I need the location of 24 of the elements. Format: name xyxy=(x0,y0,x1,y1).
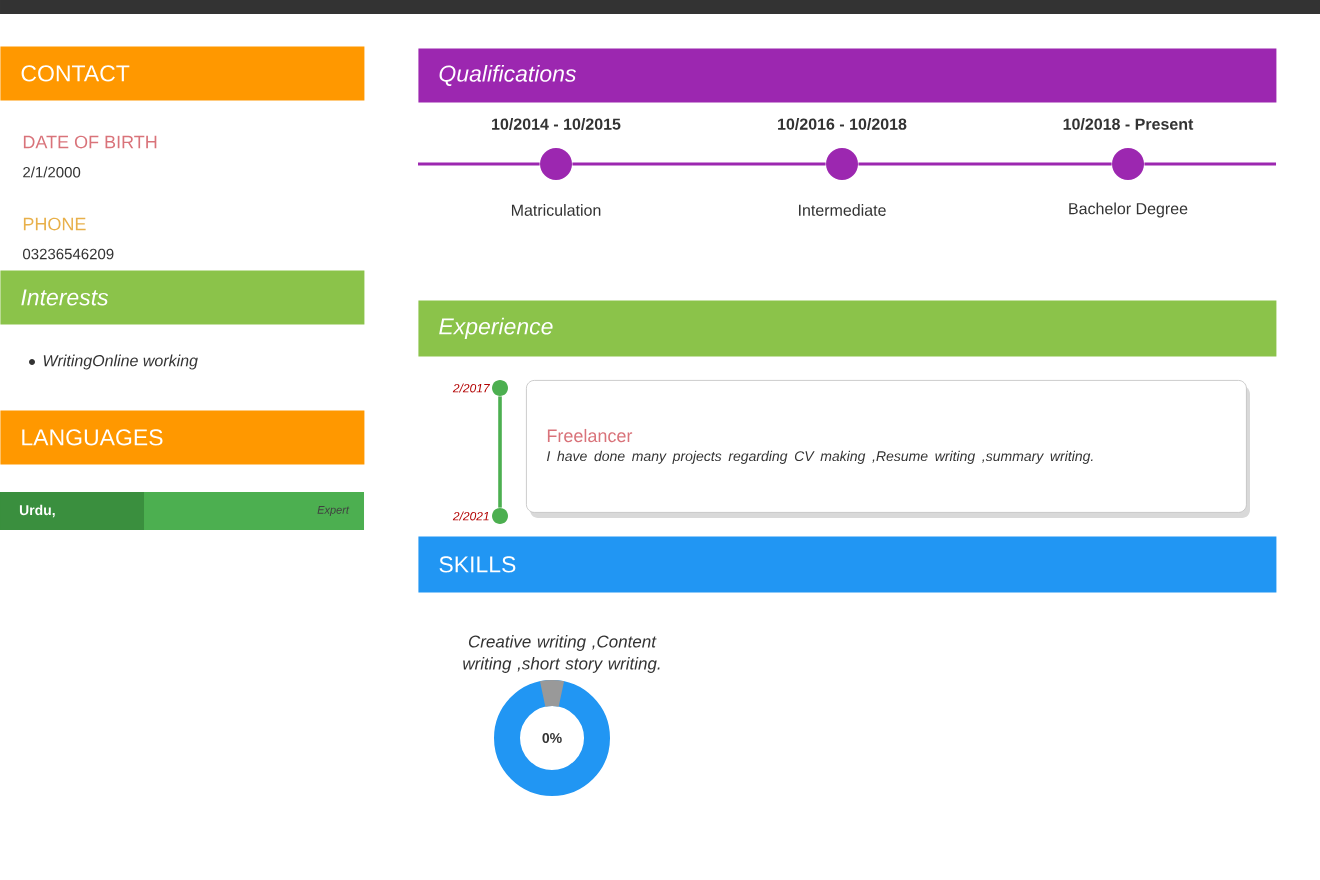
section-header: Qualifications xyxy=(418,48,1277,103)
degree-label: Bachelor Degree xyxy=(1069,202,1188,218)
section-header: LANGUAGES xyxy=(0,410,365,465)
degree-label: Matriculation xyxy=(512,204,601,216)
section-header: CONTACT xyxy=(0,46,365,101)
timeline-dot xyxy=(1112,148,1144,180)
date-range: 10/2018 - Present xyxy=(1063,118,1194,130)
date-range: 10/2014 - 10/2015 xyxy=(492,118,621,130)
timeline-dot xyxy=(540,148,572,180)
bullet-item: WritingOnline working xyxy=(43,354,198,370)
section-header: Experience xyxy=(418,300,1277,357)
field-label: DATE OF BIRTH xyxy=(23,135,157,149)
date-range: 10/2016 - 10/2018 xyxy=(778,118,907,130)
section-header: SKILLS xyxy=(418,536,1277,593)
timeline-line xyxy=(858,162,1112,166)
skill-text: Creative writing ,Content writing ,short story writing. xyxy=(463,635,660,673)
field-label: PHONE xyxy=(23,217,86,231)
timeline-dot xyxy=(492,508,508,524)
timeline-dot xyxy=(492,380,508,396)
degree-label: Intermediate xyxy=(799,204,886,216)
timeline-line xyxy=(498,396,502,508)
section-header: Interests xyxy=(0,270,365,325)
timeline-line xyxy=(572,162,826,166)
timeline-dot xyxy=(826,148,858,180)
